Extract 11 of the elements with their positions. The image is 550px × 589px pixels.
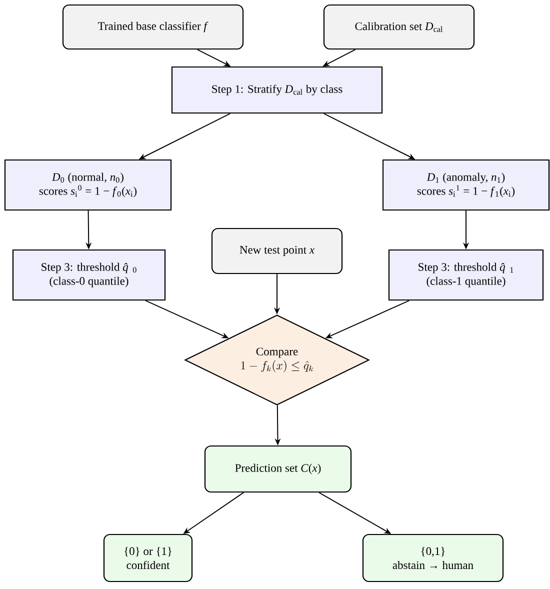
process-box: Step 1: Stratify D$_{cal}$ by class <box>171 66 383 114</box>
input-box: New test point x <box>211 228 343 274</box>
input-box: Calibration set D$_{cal}$ <box>323 4 475 50</box>
process-box: D$_{1}$ (anomaly, n$_{1}$) scores s$_{i}$$^{1}$ = 1 − f$_{1}$(x$_{i}$) <box>382 159 550 211</box>
process-box: D$_{0}$ (normal, n$_{0}$) scores s$_{i}$$^{0}$ = 1 − f$_{0}$(x$_{i}$) <box>4 159 172 211</box>
result-box: Prediction set C(x) <box>204 445 352 493</box>
input-box: Trained base classifier f <box>62 4 244 50</box>
process-box: Step 3: threshold q̂$_{0}$ (class-0 quantile) <box>12 249 166 301</box>
process-box: Step 3: threshold q̂$_{1}$ (class-1 quantile) <box>388 249 544 301</box>
result-box: {0,1} abstain → human <box>362 534 504 582</box>
result-box: {0} or {1} confident <box>103 534 193 582</box>
